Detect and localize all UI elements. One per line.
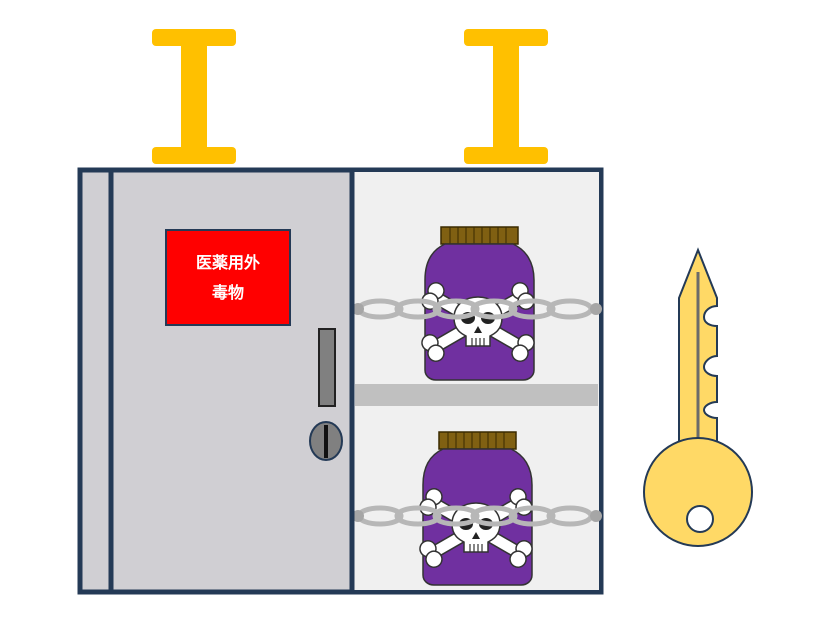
label-line-1: 医薬用外 <box>196 253 260 272</box>
poison-bottle-top <box>352 226 602 381</box>
label-line-2: 毒物 <box>212 283 244 302</box>
poison-bottle-bottom <box>352 431 602 586</box>
cabinet-door[interactable]: 医薬用外 毒物 <box>77 167 355 595</box>
keyhole-icon[interactable] <box>309 421 343 461</box>
cabinet-shelf <box>355 384 598 406</box>
key-icon[interactable] <box>643 247 753 547</box>
bracket-right-icon <box>464 29 548 164</box>
bracket-left-icon <box>152 29 236 164</box>
poison-label: 医薬用外 毒物 <box>165 229 291 326</box>
door-handle[interactable] <box>318 328 336 407</box>
